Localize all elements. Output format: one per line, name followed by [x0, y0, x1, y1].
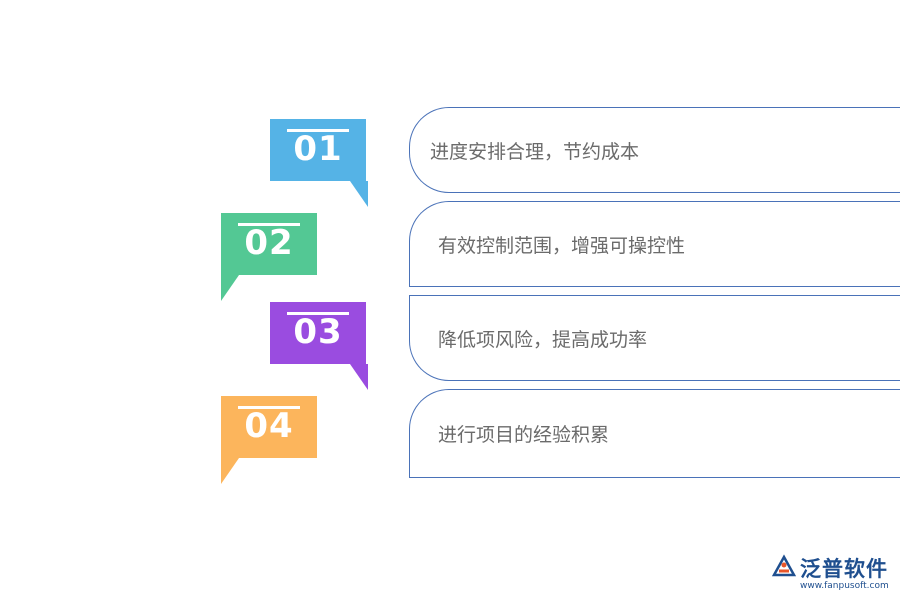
badge-number: 03: [293, 312, 343, 352]
badge-tail: [350, 181, 368, 207]
badge-number: 01: [293, 129, 343, 169]
item-card-02: 有效控制范围，增强可操控性: [409, 201, 900, 287]
item-text: 进度安排合理，节约成本: [430, 140, 640, 163]
badge-bar: [238, 223, 300, 226]
badge-bar: [287, 129, 349, 132]
item-text: 进行项目的经验积累: [438, 424, 610, 446]
badge-03: 03: [270, 302, 366, 364]
item-card-01: 进度安排合理，节约成本: [409, 107, 900, 193]
badge-tail: [221, 458, 239, 484]
badge-tail: [350, 364, 368, 390]
badge-bar: [238, 406, 300, 409]
badge-number: 04: [244, 406, 294, 446]
fanpu-logo: 泛普软件 www.fanpusoft.com: [770, 553, 892, 597]
fanpu-logo-icon: [771, 554, 797, 577]
badge-02: 02: [221, 213, 317, 275]
badge-tail: [221, 275, 239, 301]
badge-number: 02: [244, 223, 294, 263]
item-card-03: 降低项风险，提高成功率: [409, 295, 900, 381]
badge-01: 01: [270, 119, 366, 181]
badge-04: 04: [221, 396, 317, 458]
logo-url: www.fanpusoft.com: [800, 581, 889, 591]
item-card-04: 进行项目的经验积累: [409, 389, 900, 478]
item-text: 有效控制范围，增强可操控性: [438, 234, 686, 257]
item-text: 降低项风险，提高成功率: [438, 328, 648, 351]
logo-brand: 泛普软件: [800, 557, 888, 581]
badge-bar: [287, 312, 349, 315]
